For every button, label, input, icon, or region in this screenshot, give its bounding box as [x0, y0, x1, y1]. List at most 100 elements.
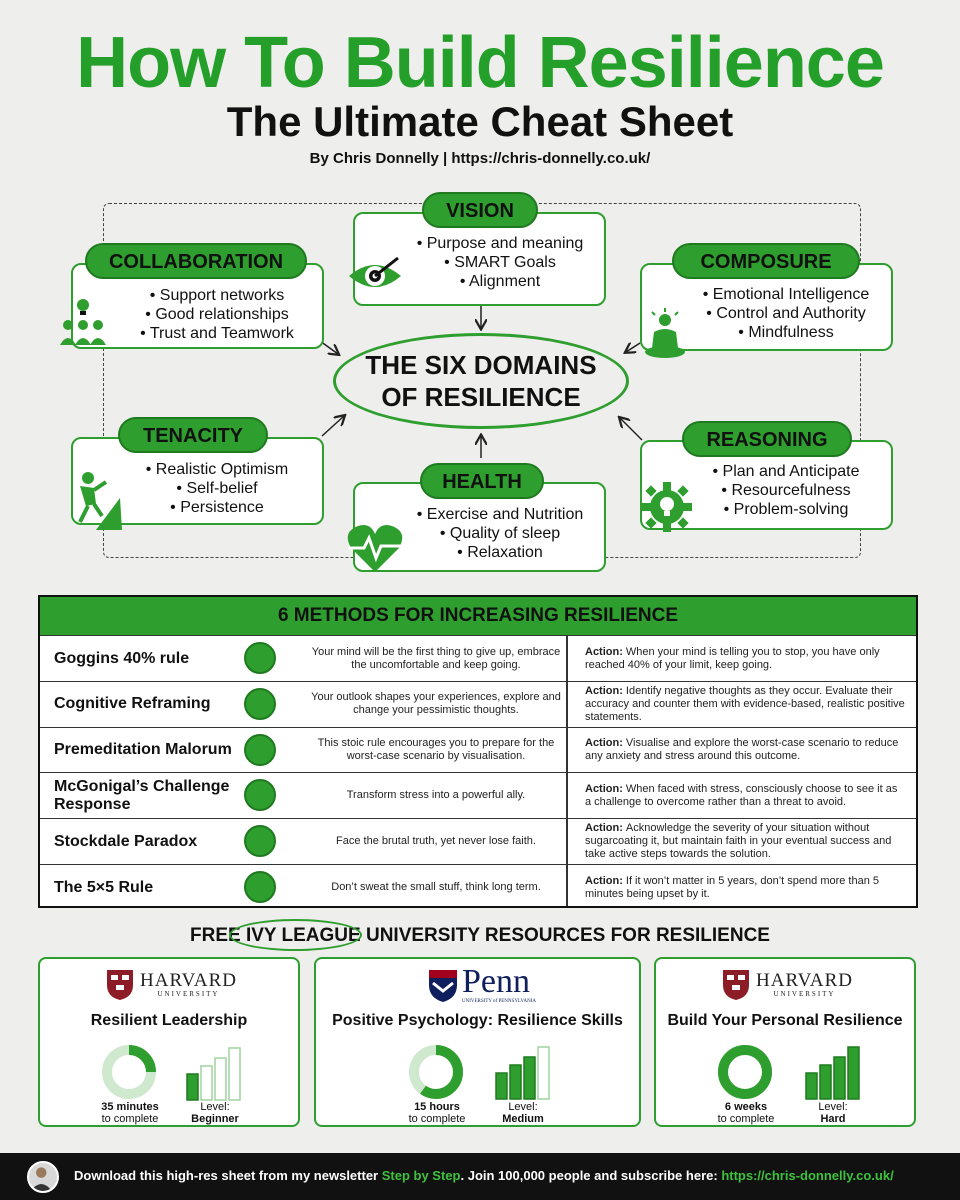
- eye-target-icon: [349, 256, 401, 287]
- methods-title: 6 METHODS FOR INCREASING RESILIENCE: [40, 597, 916, 635]
- domain-item: Emotional Intelligence: [680, 285, 892, 304]
- university-name: HARVARD: [140, 970, 237, 991]
- university-name: HARVARD: [756, 970, 853, 991]
- center-title-line2: OF RESILIENCE: [381, 382, 581, 412]
- domain-item: Quality of sleep: [395, 524, 605, 543]
- domain-list-vision: Purpose and meaning SMART Goals Alignmen…: [395, 234, 605, 291]
- domain-item: SMART Goals: [395, 253, 605, 272]
- domain-item: Control and Authority: [680, 304, 892, 323]
- ring-progress: [718, 1045, 772, 1099]
- resources-title: FREE IVY LEAGUE UNIVERSITY RESOURCES FOR…: [190, 925, 770, 946]
- person-icon: [30, 1167, 52, 1191]
- author-avatar: [27, 1161, 59, 1193]
- byline: By Chris Donnelly | https://chris-donnel…: [309, 150, 651, 167]
- method-name: Stockdale Paradox: [54, 832, 198, 850]
- action-text: Identify negative thoughts as they occur…: [585, 684, 905, 723]
- method-name: The 5×5 Rule: [54, 878, 154, 896]
- table-row: McGonigal’s Challenge Response Transform…: [40, 772, 916, 818]
- brain-icon: [244, 642, 276, 674]
- level-bar: [819, 1064, 832, 1100]
- method-name: Premeditation Malorum: [54, 741, 232, 759]
- resource-card-3: HARVARD UNIVERSITY Build Your Personal R…: [654, 957, 916, 1127]
- domain-item: Exercise and Nutrition: [395, 505, 605, 524]
- ivy-highlight-ellipse: [229, 919, 362, 951]
- newsletter-link[interactable]: Step by Step: [381, 1168, 461, 1183]
- level-bar: [495, 1072, 508, 1100]
- domain-pill-composure: COMPOSURE: [672, 243, 860, 279]
- university-logo: HARVARD UNIVERSITY: [756, 971, 853, 998]
- resource-card-2: Penn UNIVERSITY of PENNSYLVANIA Positive…: [314, 957, 641, 1127]
- method-name: McGonigal’s Challenge Response: [54, 777, 230, 813]
- domain-item: Persistence: [111, 498, 323, 517]
- domain-list-health: Exercise and Nutrition Quality of sleep …: [395, 505, 605, 562]
- university-sub: UNIVERSITY: [773, 990, 836, 998]
- level-value: Hard: [820, 1113, 846, 1125]
- domain-item: Mindfulness: [680, 323, 892, 342]
- method-desc: Your outlook shapes your experiences, ex…: [311, 691, 561, 717]
- team-lightbulb-icon: [60, 299, 106, 345]
- level-bar: [805, 1072, 818, 1100]
- action-text: When your mind is telling you to stop, y…: [585, 645, 880, 671]
- domain-list-collaboration: Support networks Good relationships Trus…: [111, 286, 323, 343]
- course-title: Build Your Personal Resilience: [667, 1012, 903, 1029]
- domain-pill-reasoning: REASONING: [682, 421, 852, 457]
- university-sub: UNIVERSITY of PENNSYLVANIA: [462, 999, 536, 1004]
- footer-bar: Download this high-res sheet from my new…: [0, 1153, 960, 1200]
- domain-item: Good relationships: [111, 305, 323, 324]
- method-desc: Transform stress into a powerful ally.: [346, 789, 526, 802]
- table-row: Premeditation Malorum This stoic rule en…: [40, 726, 916, 773]
- action-label: Action:: [585, 645, 623, 658]
- center-title: THE SIX DOMAINS OF RESILIENCE: [333, 349, 629, 413]
- action-text: Acknowledge the severity of your situati…: [585, 822, 892, 861]
- method-desc: Don’t sweat the small stuff, think long …: [331, 881, 541, 893]
- meditation-icon: [645, 308, 685, 358]
- duration-ring: [409, 1045, 463, 1099]
- footer-part1: Download this high-res sheet from my new…: [74, 1168, 382, 1183]
- domain-list-reasoning: Plan and Anticipate Resourcefulness Prob…: [680, 462, 892, 519]
- resource-card-1: HARVARD UNIVERSITY Resilient Leadership …: [38, 957, 300, 1127]
- duration-sub: to complete: [408, 1113, 466, 1125]
- heart-pulse-icon: [347, 525, 403, 572]
- duration-ring: [718, 1045, 772, 1099]
- method-name: Cognitive Reframing: [54, 695, 211, 713]
- domain-item: Trust and Teamwork: [111, 324, 323, 343]
- eye-icon: [244, 733, 276, 766]
- table-row: Goggins 40% rule Your mind will be the f…: [40, 635, 916, 681]
- harvard-shield-icon: [107, 970, 133, 1000]
- action-text: Visualise and explore the worst-case sce…: [585, 737, 899, 763]
- domain-item: Support networks: [111, 286, 323, 305]
- page-title: How To Build Resilience: [76, 23, 885, 103]
- domain-list-tenacity: Realistic Optimism Self-belief Persisten…: [111, 460, 323, 517]
- table-row: The 5×5 Rule Don’t sweat the small stuff…: [40, 864, 916, 906]
- level-label: Level:Hard: [798, 1101, 868, 1125]
- university-logo: Penn UNIVERSITY of PENNSYLVANIA: [462, 965, 536, 1005]
- domain-item: Relaxation: [395, 543, 605, 562]
- climber-icon: [78, 472, 122, 530]
- level-bars: [186, 1047, 241, 1101]
- domain-item: Alignment: [395, 272, 605, 291]
- method-action: Action:When your mind is telling you to …: [585, 636, 905, 681]
- level-label: Level:Beginner: [180, 1101, 250, 1125]
- method-action: Action:If it won’t matter in 5 years, do…: [585, 865, 905, 910]
- duration-value: 15 hours: [414, 1101, 460, 1113]
- domain-list-composure: Emotional Intelligence Control and Autho…: [680, 285, 892, 342]
- course-title: Resilient Leadership: [90, 1012, 248, 1029]
- level-bar: [509, 1064, 522, 1100]
- university-logo: HARVARD UNIVERSITY: [140, 971, 237, 998]
- method-action: Action:Acknowledge the severity of your …: [585, 819, 905, 864]
- table-row: Cognitive Reframing Your outlook shapes …: [40, 680, 916, 727]
- page-subtitle: The Ultimate Cheat Sheet: [226, 98, 734, 145]
- domain-item: Purpose and meaning: [395, 234, 605, 253]
- ring-progress: [102, 1045, 156, 1099]
- domain-item: Plan and Anticipate: [680, 462, 892, 481]
- table-row: Stockdale Paradox Face the brutal truth,…: [40, 818, 916, 864]
- methods-table: 6 METHODS FOR INCREASING RESILIENCE Gogg…: [38, 595, 918, 908]
- duration-sub: to complete: [101, 1113, 159, 1125]
- method-action: Action:Identify negative thoughts as the…: [585, 682, 905, 727]
- level-bars: [805, 1046, 860, 1100]
- stopwatch-infinity-icon: [244, 871, 276, 903]
- subscribe-link[interactable]: https://chris-donnelly.co.uk/: [721, 1168, 894, 1183]
- domain-pill-health: HEALTH: [420, 463, 544, 499]
